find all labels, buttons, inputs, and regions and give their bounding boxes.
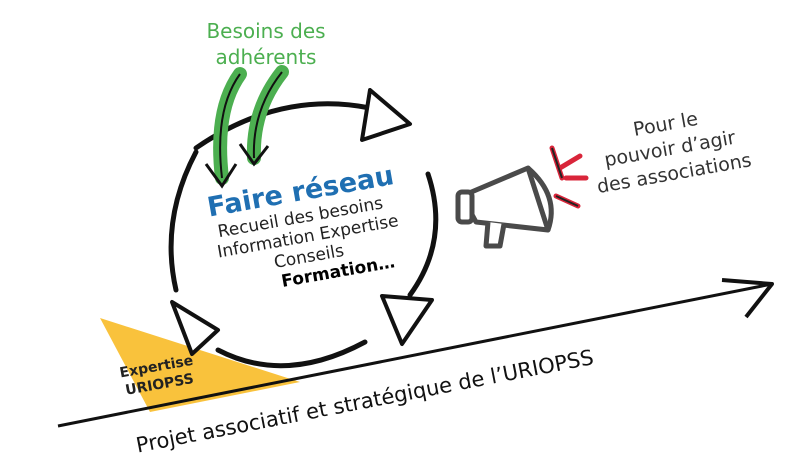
needs-label-line1: Besoins des — [206, 19, 326, 43]
needs-label-line2: adhérents — [215, 45, 317, 69]
megaphone-icon — [455, 165, 554, 249]
cycle-arrows-icon — [168, 88, 439, 369]
needs-arrows — [204, 65, 289, 189]
timeline-arrow — [57, 278, 774, 428]
needs-label: Besoins des adhérents — [196, 18, 336, 70]
